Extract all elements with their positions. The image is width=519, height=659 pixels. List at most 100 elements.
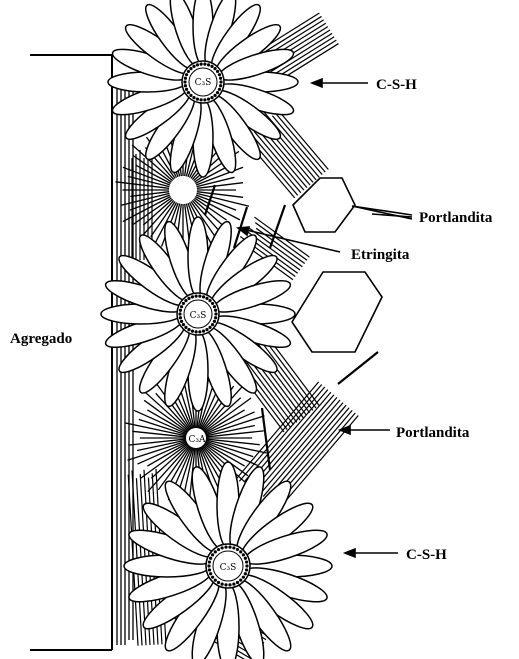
- rim-granule: [218, 73, 221, 76]
- rim-granule: [232, 546, 235, 549]
- c3s-core-label-top: C₃S: [195, 78, 212, 88]
- rim-granule: [242, 553, 245, 556]
- rim-granule: [217, 581, 220, 584]
- rim-granule: [214, 312, 217, 315]
- rim-granule: [208, 326, 211, 329]
- rim-granule: [189, 94, 192, 97]
- rim-granule: [221, 546, 224, 549]
- rim-granule: [214, 316, 217, 319]
- rim-granule: [209, 557, 212, 560]
- rim-granule: [239, 550, 242, 553]
- rim-granule: [242, 576, 245, 579]
- csh-fiber: [272, 116, 322, 175]
- rim-granule: [187, 297, 190, 300]
- c3s-core-label-middle: C₃S: [190, 311, 207, 321]
- rim-granule: [184, 84, 187, 87]
- rim-granule: [211, 323, 214, 326]
- rim-granule: [184, 326, 187, 329]
- rim-granule: [207, 98, 210, 101]
- rim-granule: [183, 80, 186, 83]
- aggregate-bracket: [30, 55, 112, 650]
- c3s-core-label-bottom: C₃S: [220, 563, 237, 573]
- rim-granule: [245, 564, 248, 567]
- rim-granule: [205, 297, 208, 300]
- rim-granule: [213, 305, 216, 308]
- sunburst-core: [169, 176, 197, 204]
- rim-granule: [196, 98, 199, 101]
- rim-granule: [228, 546, 231, 549]
- rim-granule: [182, 302, 185, 305]
- rim-granule: [228, 583, 231, 586]
- rim-granule: [205, 328, 208, 331]
- rim-granule: [192, 96, 195, 99]
- rim-granule: [178, 312, 181, 315]
- rim-granule: [210, 96, 213, 99]
- rim-granule: [209, 572, 212, 575]
- rim-granule: [219, 77, 222, 80]
- sunburst-needle: [128, 176, 170, 186]
- rim-granule: [187, 70, 190, 73]
- portlandite-crystals: [292, 178, 382, 352]
- portlandite-hexagon-upper: [293, 178, 355, 232]
- rim-granule: [213, 94, 216, 97]
- agregado-label: Agregado: [10, 331, 72, 347]
- rim-granule: [244, 557, 247, 560]
- csh-fiber: [255, 223, 307, 261]
- rim-granule: [191, 295, 194, 298]
- rim-granule: [213, 320, 216, 323]
- rim-granule: [245, 560, 248, 563]
- csh-fiber: [258, 400, 340, 497]
- rim-granule: [211, 576, 214, 579]
- portlandita-label-middle: Portlandita: [396, 425, 470, 441]
- rim-granule: [236, 548, 239, 551]
- rim-granule: [224, 583, 227, 586]
- rim-granule: [207, 63, 210, 66]
- rim-granule: [214, 550, 217, 553]
- csh-fiber: [234, 382, 319, 482]
- csh-fiber: [254, 131, 304, 190]
- rim-granule: [189, 67, 192, 70]
- csh-label-bottom: C-S-H: [406, 547, 447, 563]
- sunburst-needle: [195, 197, 240, 220]
- rim-granule: [218, 88, 221, 91]
- rim-granule: [185, 88, 188, 91]
- rim-granule: [236, 581, 239, 584]
- csh-label-top: C-S-H: [376, 77, 417, 93]
- rim-granule: [185, 73, 188, 76]
- portlandite-hexagon-lower: [292, 272, 382, 352]
- rim-granule: [195, 294, 198, 297]
- rim-granule: [221, 582, 224, 585]
- rim-granule: [203, 62, 206, 65]
- rim-granule: [216, 91, 219, 94]
- rim-granule: [180, 320, 183, 323]
- rim-granule: [195, 330, 198, 333]
- rim-granule: [211, 553, 214, 556]
- portlandita-label-top: Portlandita: [419, 210, 493, 226]
- rim-granule: [239, 579, 242, 582]
- rim-granule: [224, 546, 227, 549]
- rim-granule: [187, 91, 190, 94]
- rim-granule: [192, 65, 195, 68]
- rim-granule: [219, 80, 222, 83]
- rim-granule: [245, 568, 248, 571]
- rim-granule: [213, 67, 216, 70]
- rim-granule: [198, 294, 201, 297]
- rim-granule: [202, 295, 205, 298]
- rim-granule: [203, 98, 206, 101]
- rim-granule: [214, 579, 217, 582]
- rim-granule: [180, 305, 183, 308]
- rim-granule: [232, 582, 235, 585]
- rim-granule: [244, 572, 247, 575]
- rim-granule: [211, 302, 214, 305]
- rim-granule: [179, 316, 182, 319]
- rim-granule: [216, 70, 219, 73]
- rim-granule: [187, 328, 190, 331]
- rim-granule: [179, 309, 182, 312]
- rim-granule: [191, 330, 194, 333]
- c3a-core-label: C₃A: [189, 435, 206, 445]
- rim-granule: [200, 98, 203, 101]
- rim-granule: [210, 65, 213, 68]
- rim-granule: [219, 84, 222, 87]
- rim-granule: [184, 77, 187, 80]
- etringita-label: Etringita: [351, 247, 410, 263]
